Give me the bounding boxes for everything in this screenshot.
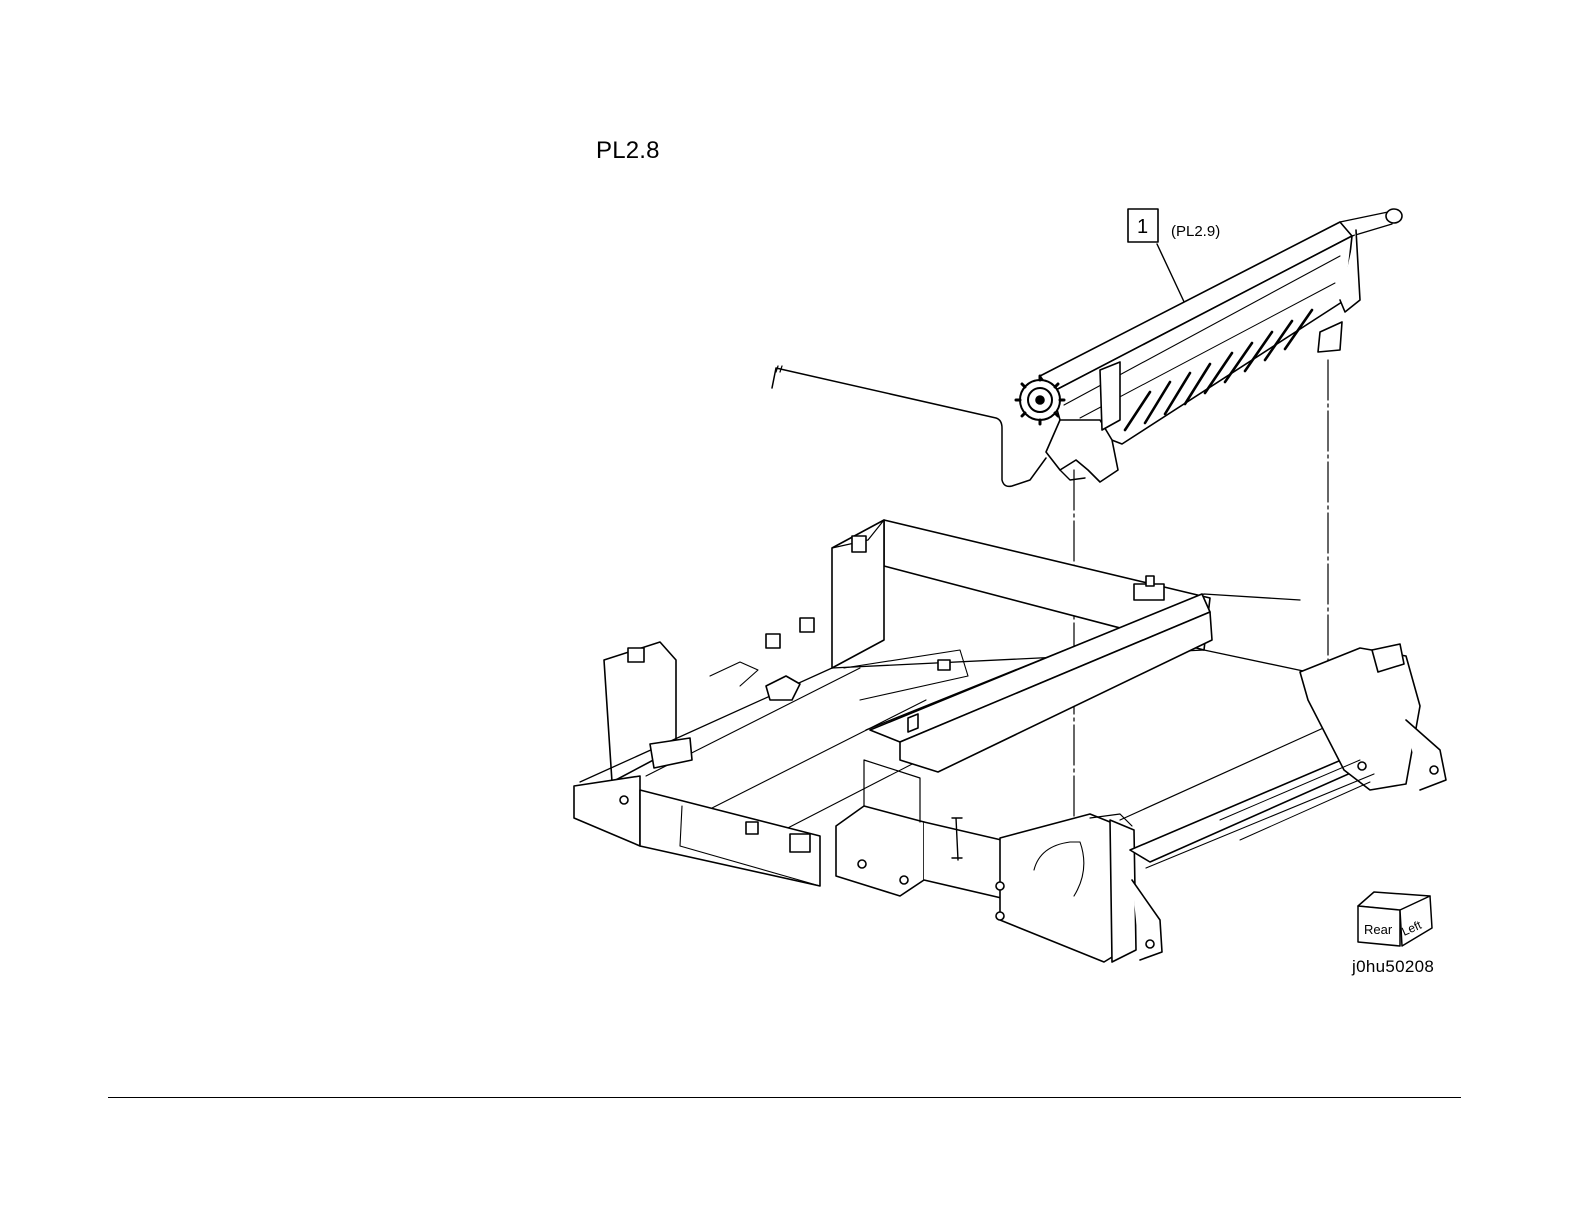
callout-number: 1 [1137, 216, 1148, 238]
cube-label-rear: Rear [1364, 922, 1393, 937]
callout-leader-line [1157, 244, 1186, 306]
fuser-guide-assembly[interactable] [1016, 209, 1402, 482]
footer-rule [108, 1097, 1461, 1098]
figure-id: j0hu50208 [1352, 957, 1434, 977]
wire-harness [772, 368, 1046, 486]
orientation-cube-icon: Rear Left [1358, 892, 1432, 946]
callout-reference: (PL2.9) [1171, 223, 1220, 240]
base-frame[interactable] [574, 520, 1446, 962]
